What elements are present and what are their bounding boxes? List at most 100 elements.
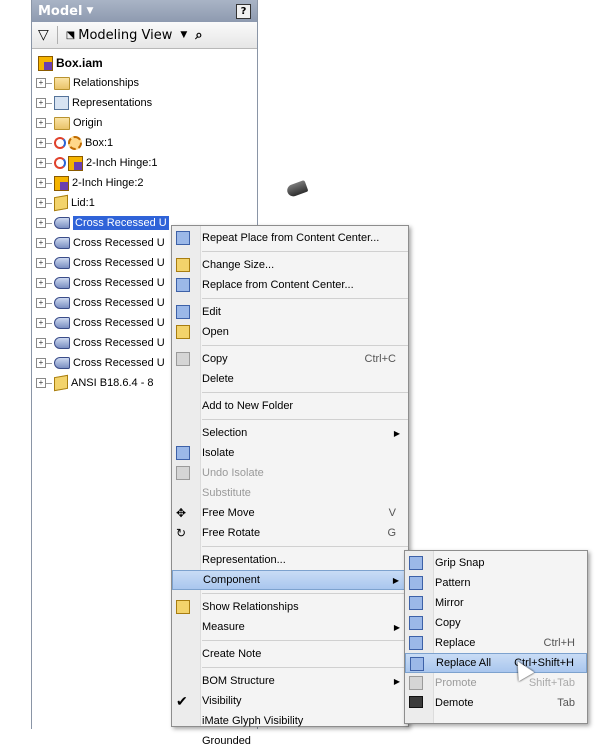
tree-root[interactable]: Box.iam [32,53,257,73]
submenu-replace[interactable]: Replace Ctrl+H [405,633,587,653]
tree-item-screw[interactable]: + Cross Recessed U [32,253,257,273]
tree-item-origin[interactable]: + Origin [32,113,257,133]
find-icon[interactable]: ⌕ [195,27,203,43]
tree-item-screw[interactable]: + Cross Recessed U [32,333,257,353]
tree-item-label: Cross Recessed U [73,216,169,230]
content-center-icon [176,231,190,245]
menu-repeat-place[interactable]: Repeat Place from Content Center... [172,228,408,248]
tree-item-label: 2-Inch Hinge:2 [72,177,144,189]
modeling-view-icon: ⬔ [65,29,76,41]
menu-show-relationships[interactable]: Show Relationships [172,597,408,617]
submenu-demote[interactable]: Demote Tab [405,693,587,713]
tree-item-screw-selected[interactable]: + Cross Recessed U [32,213,257,233]
change-size-icon [176,258,190,272]
submenu-pattern[interactable]: Pattern [405,573,587,593]
submenu-replace-all[interactable]: Replace All Ctrl+Shift+H [405,653,587,673]
tree-item-ansi[interactable]: + ANSI B18.6.4 - 8 [32,373,257,393]
menu-replace-from-cc[interactable]: Replace from Content Center... [172,275,408,295]
expand-icon[interactable]: + [36,118,46,128]
tree-item-screw[interactable]: + Cross Recessed U [32,273,257,293]
submenu-copy[interactable]: Copy [405,613,587,633]
submenu-grip-snap[interactable]: Grip Snap [405,553,587,573]
menu-add-to-new-folder[interactable]: Add to New Folder [202,400,294,412]
free-rotate-icon: ↻ [176,526,187,540]
panel-header[interactable]: Model ▼ ? [32,0,257,22]
menu-measure[interactable]: Measure ▶ [202,621,400,633]
browser-toolbar: ▽ ⬔ Modeling View ▼ ⌕ [32,22,257,49]
menu-delete[interactable]: Delete [202,373,234,385]
expand-icon[interactable]: + [36,278,46,288]
expand-icon[interactable]: + [36,258,46,268]
chevron-down-icon[interactable]: ▼ [86,6,94,16]
expand-icon[interactable]: + [36,338,46,348]
menu-grounded[interactable]: Grounded [202,735,251,747]
tree-item-box[interactable]: + Box:1 [32,133,257,153]
representations-icon [54,96,69,110]
menu-edit[interactable]: Edit [172,302,408,322]
menu-selection[interactable]: Selection ▶ [202,427,400,439]
mirror-icon [409,596,423,610]
expand-icon[interactable]: + [36,78,46,88]
tree-item-label: Cross Recessed U [73,357,165,369]
menu-open[interactable]: Open [172,322,408,342]
part-icon [54,194,68,212]
tree-item-hinge-1[interactable]: + 2-Inch Hinge:1 [32,153,257,173]
expand-icon[interactable]: + [36,238,46,248]
help-button[interactable]: ? [236,4,251,19]
expand-icon[interactable]: + [36,358,46,368]
menu-free-rotate[interactable]: ↻ Free Rotate G [176,526,396,540]
assembly-icon [54,175,69,191]
expand-icon[interactable]: + [36,98,46,108]
replace-cc-icon [176,278,190,292]
menu-component[interactable]: Component ▶ [172,570,408,590]
menu-visibility[interactable]: ✔ Visibility [176,693,242,709]
menu-bom-structure[interactable]: BOM Structure ▶ [202,675,400,687]
menu-imate-glyph-visibility[interactable]: iMate Glyph Visibility [202,715,304,727]
tree-item-screw[interactable]: + Cross Recessed U [32,233,257,253]
tree-item-label: Cross Recessed U [73,317,165,329]
menu-change-size[interactable]: Change Size... [172,255,408,275]
folder-icon [54,116,70,130]
tree-item-label: Representations [72,97,153,109]
filter-icon[interactable]: ▽ [38,27,49,43]
panel-title: Model [38,3,83,19]
expand-icon[interactable]: + [36,218,46,228]
expand-icon[interactable]: + [36,178,46,188]
menu-substitute[interactable]: Substitute [202,487,251,499]
screw-icon [54,277,70,289]
expand-icon[interactable]: + [36,378,46,388]
menu-copy[interactable]: Copy Ctrl+C [172,349,408,369]
screw-icon [54,337,70,349]
menu-create-note[interactable]: Create Note [202,648,262,660]
expand-icon[interactable]: + [36,138,46,148]
view-dropdown-icon[interactable]: ▼ [180,30,188,40]
view-select[interactable]: Modeling View [78,27,173,43]
tree-item-representations[interactable]: + Representations [32,93,257,113]
tree-item-relationships[interactable]: + Relationships [32,73,257,93]
submenu-mirror[interactable]: Mirror [405,593,587,613]
menu-undo-isolate[interactable]: Undo Isolate [172,463,408,483]
tree-item-lid[interactable]: + Lid:1 [32,193,257,213]
tree-item-screw[interactable]: + Cross Recessed U [32,353,257,373]
tree-root-label: Box.iam [56,56,103,70]
tree-item-screw[interactable]: + Cross Recessed U [32,313,257,333]
tree-item-screw[interactable]: + Cross Recessed U [32,293,257,313]
tree-item-hinge-2[interactable]: + 2-Inch Hinge:2 [32,173,257,193]
relationships-icon [176,600,190,614]
expand-icon[interactable]: + [36,198,46,208]
submenu-arrow-icon: ▶ [393,428,400,438]
check-icon: ✔ [176,693,188,709]
tree-item-label: Lid:1 [71,197,95,209]
expand-icon[interactable]: + [36,298,46,308]
pattern-icon [409,576,423,590]
expand-icon[interactable]: + [36,318,46,328]
tree-item-label: Cross Recessed U [73,337,165,349]
tree-item-label: Relationships [73,77,140,89]
menu-isolate[interactable]: Isolate [172,443,408,463]
menu-representation[interactable]: Representation... [202,554,286,566]
menu-free-move[interactable]: ✥ Free Move V [176,506,396,520]
screw-icon [54,257,70,269]
submenu-promote[interactable]: Promote Shift+Tab [405,673,587,693]
expand-icon[interactable]: + [36,158,46,168]
context-menu: Repeat Place from Content Center... Chan… [171,225,409,747]
